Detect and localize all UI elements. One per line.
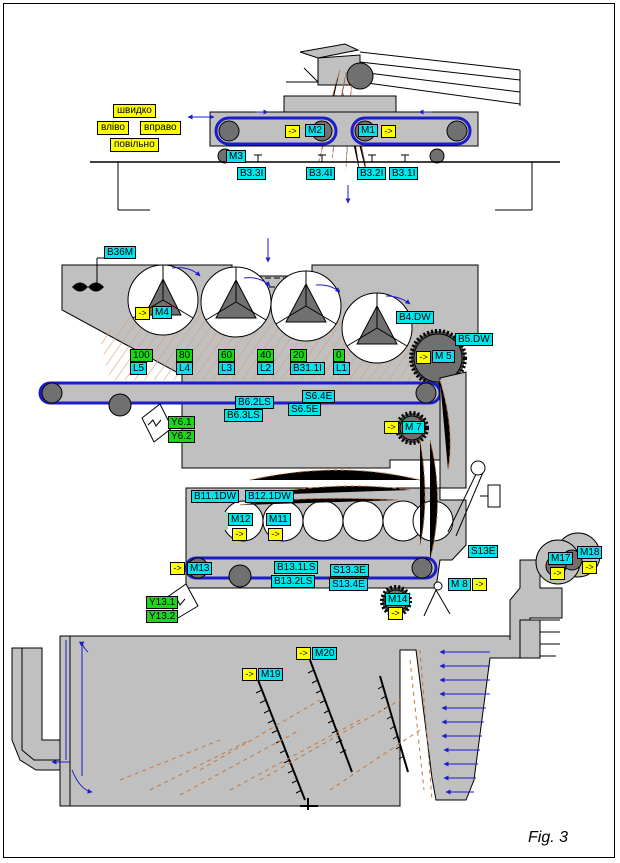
lower-tank — [11, 532, 601, 810]
motor-m14-label: M14 — [385, 593, 411, 606]
level-name: L4 — [176, 362, 194, 375]
motor-m8-label: M 8 — [448, 578, 471, 591]
motor-m2-label: M2 — [305, 124, 325, 137]
motor-m8-start[interactable]: -> — [472, 578, 487, 591]
motor-m17-start[interactable]: -> — [550, 567, 565, 580]
level-value: 100 — [130, 349, 153, 362]
sensor-s13-4e: S13.4E — [329, 578, 368, 591]
level-value: 60 — [218, 349, 236, 362]
motor-m19-start[interactable]: -> — [242, 668, 257, 681]
sensor-s6-5e: S6.5E — [288, 403, 322, 416]
valve-y6-1: Y6.1 — [168, 416, 195, 429]
level-value: 80 — [176, 349, 194, 362]
sensor-b5-dw: B5.DW — [455, 333, 493, 346]
figure-frame — [3, 3, 615, 858]
sensor-b12-1dw: B12.1DW — [245, 490, 294, 503]
sensor-b3-2: B3.2I — [357, 167, 387, 180]
motor-m2-start[interactable]: -> — [285, 125, 300, 138]
level-name: L2 — [257, 362, 275, 375]
valve-y13-1: Y13.1 — [146, 596, 179, 609]
sensor-b13-1ls: B13.1LS — [274, 561, 319, 574]
sensor-b3-3: B3.3I — [237, 167, 267, 180]
motor-m1-label: M1 — [358, 124, 378, 137]
level-name: L3 — [218, 362, 236, 375]
motor-m3-label: M3 — [226, 150, 246, 163]
level-value: 40 — [257, 349, 275, 362]
direction-left-button[interactable]: вліво — [97, 121, 129, 135]
motor-m7-label: M 7 — [402, 421, 425, 434]
valve-y13-2: Y13.2 — [146, 610, 179, 623]
sensor-b3-1: B3.1I — [389, 167, 419, 180]
motor-m14-start[interactable]: -> — [388, 607, 403, 620]
motor-m19-label: M19 — [258, 668, 284, 681]
motor-m4-label: M4 — [152, 306, 172, 319]
motor-m18-label: M18 — [577, 546, 603, 559]
motor-m11-start[interactable]: -> — [268, 528, 283, 541]
level-name: B31.1I — [290, 362, 325, 375]
motor-m20-start[interactable]: -> — [296, 647, 311, 660]
sensor-b4-dw: B4.DW — [396, 311, 434, 324]
motor-m20-label: M20 — [312, 647, 338, 660]
speed-fast-button[interactable]: швидко — [113, 104, 156, 118]
motor-m18-start[interactable]: -> — [582, 561, 597, 574]
sensor-b11-1dw: B11.1DW — [191, 490, 240, 503]
level-name: L1 — [333, 362, 351, 375]
motor-m13-start[interactable]: -> — [170, 562, 185, 575]
sensor-b3-4: B3.4I — [306, 167, 336, 180]
sensor-s6-4e: S6.4E — [302, 390, 336, 403]
motor-m13-label: M13 — [187, 562, 213, 575]
level-value: 20 — [290, 349, 308, 362]
motor-m17-label: M17 — [548, 552, 574, 565]
sensor-s13-3e: S13.3E — [330, 564, 369, 577]
motor-m12-label: M12 — [228, 513, 254, 526]
motor-m12-start[interactable]: -> — [232, 528, 247, 541]
motor-m5-start[interactable]: -> — [416, 351, 431, 364]
sensor-b36m: B36M — [104, 246, 137, 259]
sensor-b6-3ls: B6.3LS — [224, 409, 263, 422]
top-feeder — [90, 43, 560, 211]
motor-m4-start[interactable]: -> — [135, 307, 150, 320]
motor-m5-label: M 5 — [432, 350, 455, 363]
speed-slow-button[interactable]: повільно — [110, 138, 159, 152]
direction-right-button[interactable]: вправо — [140, 121, 181, 135]
valve-y6-2: Y6.2 — [168, 430, 195, 443]
level-value: 0 — [333, 349, 345, 362]
sensor-b13-2ls: B13.2LS — [271, 575, 316, 588]
motor-m11-label: M11 — [266, 513, 291, 526]
sensor-b6-2ls: B6.2LS — [235, 396, 274, 409]
motor-m7-start[interactable]: -> — [384, 421, 399, 434]
sensor-s13e: S13E — [468, 545, 499, 558]
motor-m1-start[interactable]: -> — [381, 125, 396, 138]
level-name: L5 — [130, 362, 148, 375]
figure-caption: Fig. 3 — [528, 829, 569, 846]
